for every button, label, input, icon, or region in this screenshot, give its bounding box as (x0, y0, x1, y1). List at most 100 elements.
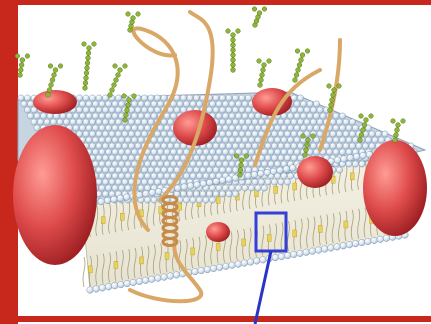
phospholipid-head (371, 237, 378, 244)
phospholipid-head (352, 161, 358, 167)
phospholipid-head (174, 155, 180, 161)
phospholipid-head (99, 137, 105, 143)
phospholipid-head (229, 185, 235, 191)
phospholipid-head (297, 107, 303, 113)
phospholipid-head (219, 177, 226, 184)
phospholipid-head (245, 173, 252, 180)
phospholipid-head (216, 149, 222, 155)
phospholipid-head (226, 119, 232, 125)
phospholipid-head (86, 125, 92, 131)
phospholipid-head (196, 197, 202, 203)
phospholipid-head (105, 185, 111, 191)
phospholipid-head (343, 119, 349, 125)
phospholipid-head (277, 167, 284, 174)
phospholipid-head (112, 101, 118, 107)
phospholipid-head (115, 167, 121, 173)
phospholipid-head (99, 101, 105, 107)
phospholipid-head (232, 95, 238, 101)
phospholipid-head (37, 119, 43, 125)
phospholipid-head (321, 246, 328, 253)
phospholipid-head (135, 131, 141, 137)
phospholipid-head (333, 137, 339, 143)
phospholipid-head (232, 167, 238, 173)
phospholipid-head (109, 107, 115, 113)
phospholipid-head (268, 161, 274, 167)
phospholipid-head (167, 167, 173, 173)
phospholipid-head (123, 194, 130, 201)
phospholipid-head (219, 119, 225, 125)
phospholipid-head (222, 149, 228, 155)
phospholipid-head (154, 107, 160, 113)
phospholipid-head (271, 179, 277, 185)
phospholipid-head (210, 265, 217, 272)
phospholipid-head (281, 137, 287, 143)
phospholipid-head (297, 95, 303, 101)
phospholipid-head (40, 113, 46, 119)
phospholipid-head (130, 279, 137, 286)
phospholipid-head (187, 191, 193, 197)
phospholipid-head (151, 101, 157, 107)
phospholipid-head (131, 125, 137, 131)
phospholipid-head (317, 131, 323, 137)
phospholipid-head (193, 95, 199, 101)
phospholipid-head (131, 137, 137, 143)
phospholipid-head (57, 119, 63, 125)
phospholipid-head (320, 113, 326, 119)
phospholipid-head (213, 178, 220, 185)
phospholipid-head (86, 113, 92, 119)
phospholipid-head (242, 185, 248, 191)
phospholipid-head (161, 119, 167, 125)
phospholipid-head (70, 119, 76, 125)
phospholipid-head (180, 95, 186, 101)
phospholipid-head (369, 131, 375, 137)
phospholipid-head (118, 281, 125, 288)
phospholipid-head (339, 125, 345, 131)
phospholipid-head (142, 277, 149, 284)
phospholipid-head (281, 149, 287, 155)
phospholipid-head (73, 113, 79, 119)
phospholipid-head (200, 155, 206, 161)
phospholipid-head (229, 137, 235, 143)
phospholipid-head (362, 143, 368, 149)
phospholipid-head (175, 185, 182, 192)
phospholipid-head (265, 155, 271, 161)
phospholipid-head (128, 143, 134, 149)
phospholipid-head (99, 161, 105, 167)
phospholipid-head (300, 113, 306, 119)
phospholipid-head (76, 119, 82, 125)
phospholipid-head (135, 119, 141, 125)
phospholipid-head (96, 143, 102, 149)
phospholipid-head (339, 137, 345, 143)
phospholipid-head (122, 131, 128, 137)
phospholipid-head (79, 101, 85, 107)
phospholipid-head (109, 119, 115, 125)
protein-left-top (33, 90, 77, 114)
phospholipid-head (87, 287, 94, 294)
phospholipid-head (336, 131, 342, 137)
phospholipid-head (167, 131, 173, 137)
phospholipid-head (83, 95, 89, 101)
phospholipid-head (99, 185, 105, 191)
phospholipid-head (21, 101, 27, 107)
phospholipid-head (294, 125, 300, 131)
phospholipid-head (359, 161, 365, 167)
phospholipid-head (235, 137, 241, 143)
phospholipid-head (125, 125, 131, 131)
phospholipid-head (99, 285, 106, 292)
phospholipid-head (170, 113, 176, 119)
phospholipid-head (148, 276, 155, 283)
phospholipid-head (326, 137, 332, 143)
phospholipid-head (89, 107, 95, 113)
phospholipid-head (105, 283, 112, 290)
phospholipid-head (349, 119, 355, 125)
phospholipid-head (151, 197, 157, 203)
phospholipid-head (92, 137, 98, 143)
phospholipid-head (346, 161, 352, 167)
phospholipid-head (102, 155, 108, 161)
phospholipid-head (242, 113, 248, 119)
phospholipid-head (209, 149, 215, 155)
phospholipid-head (248, 137, 254, 143)
phospholipid-head (66, 113, 72, 119)
phospholipid-head (346, 241, 353, 248)
